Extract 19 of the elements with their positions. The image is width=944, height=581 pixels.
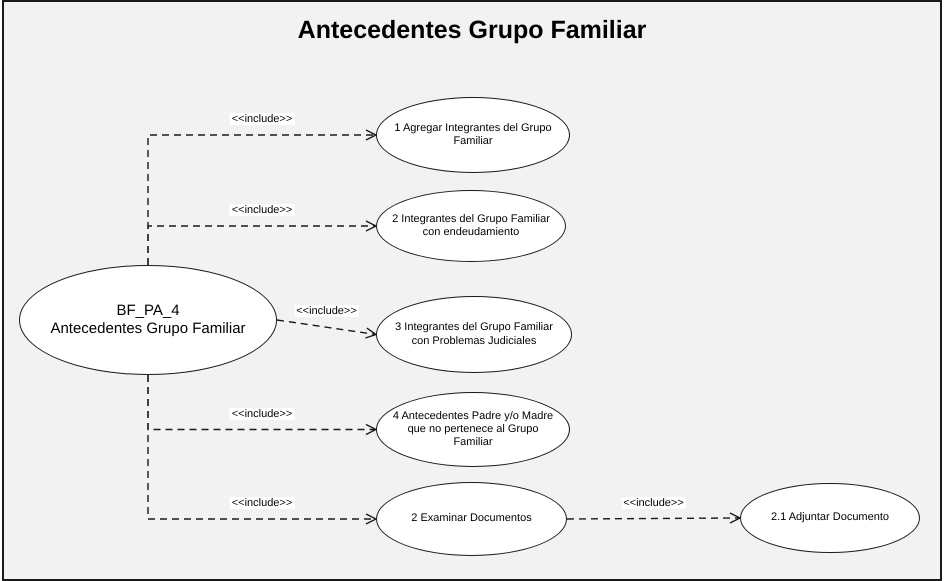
- use-case-name: BF_PA_4: [116, 302, 180, 320]
- use-case-name: 2.1 Adjuntar Documento: [770, 511, 890, 525]
- dashed-arrow: [147, 220, 377, 265]
- use-case-name: 3 Integrantes del Grupo Familiar con Problemas Judiciales: [394, 321, 554, 348]
- edge-label: <<include>>: [230, 408, 294, 420]
- edge-label: <<include>>: [621, 496, 686, 508]
- use-case-name: Antecedentes Grupo Familiar: [50, 320, 246, 338]
- edge-label: <<include>>: [230, 204, 294, 216]
- edge-label: <<include>>: [230, 113, 294, 125]
- use-case-name: 2 Integrantes del Grupo Familiar con endeudamiento: [391, 212, 551, 240]
- diagram-title: Antecedentes Grupo Familiar: [296, 16, 648, 45]
- dashed-arrow: [147, 375, 377, 525]
- dashed-arrow: [567, 512, 741, 524]
- use-case-name: 2 Examinar Documentos: [411, 512, 532, 526]
- dashed-arrow: [276, 319, 377, 339]
- use-case-name: 1 Agregar Integrantes del Grupo Familiar: [393, 122, 553, 148]
- edge-label: <<include>>: [230, 497, 294, 509]
- edge-label: <<include>>: [294, 305, 359, 318]
- use-case-name: 4 Antecedentes Padre y/o Madre que no pertenece al Grupo Familiar: [392, 410, 554, 450]
